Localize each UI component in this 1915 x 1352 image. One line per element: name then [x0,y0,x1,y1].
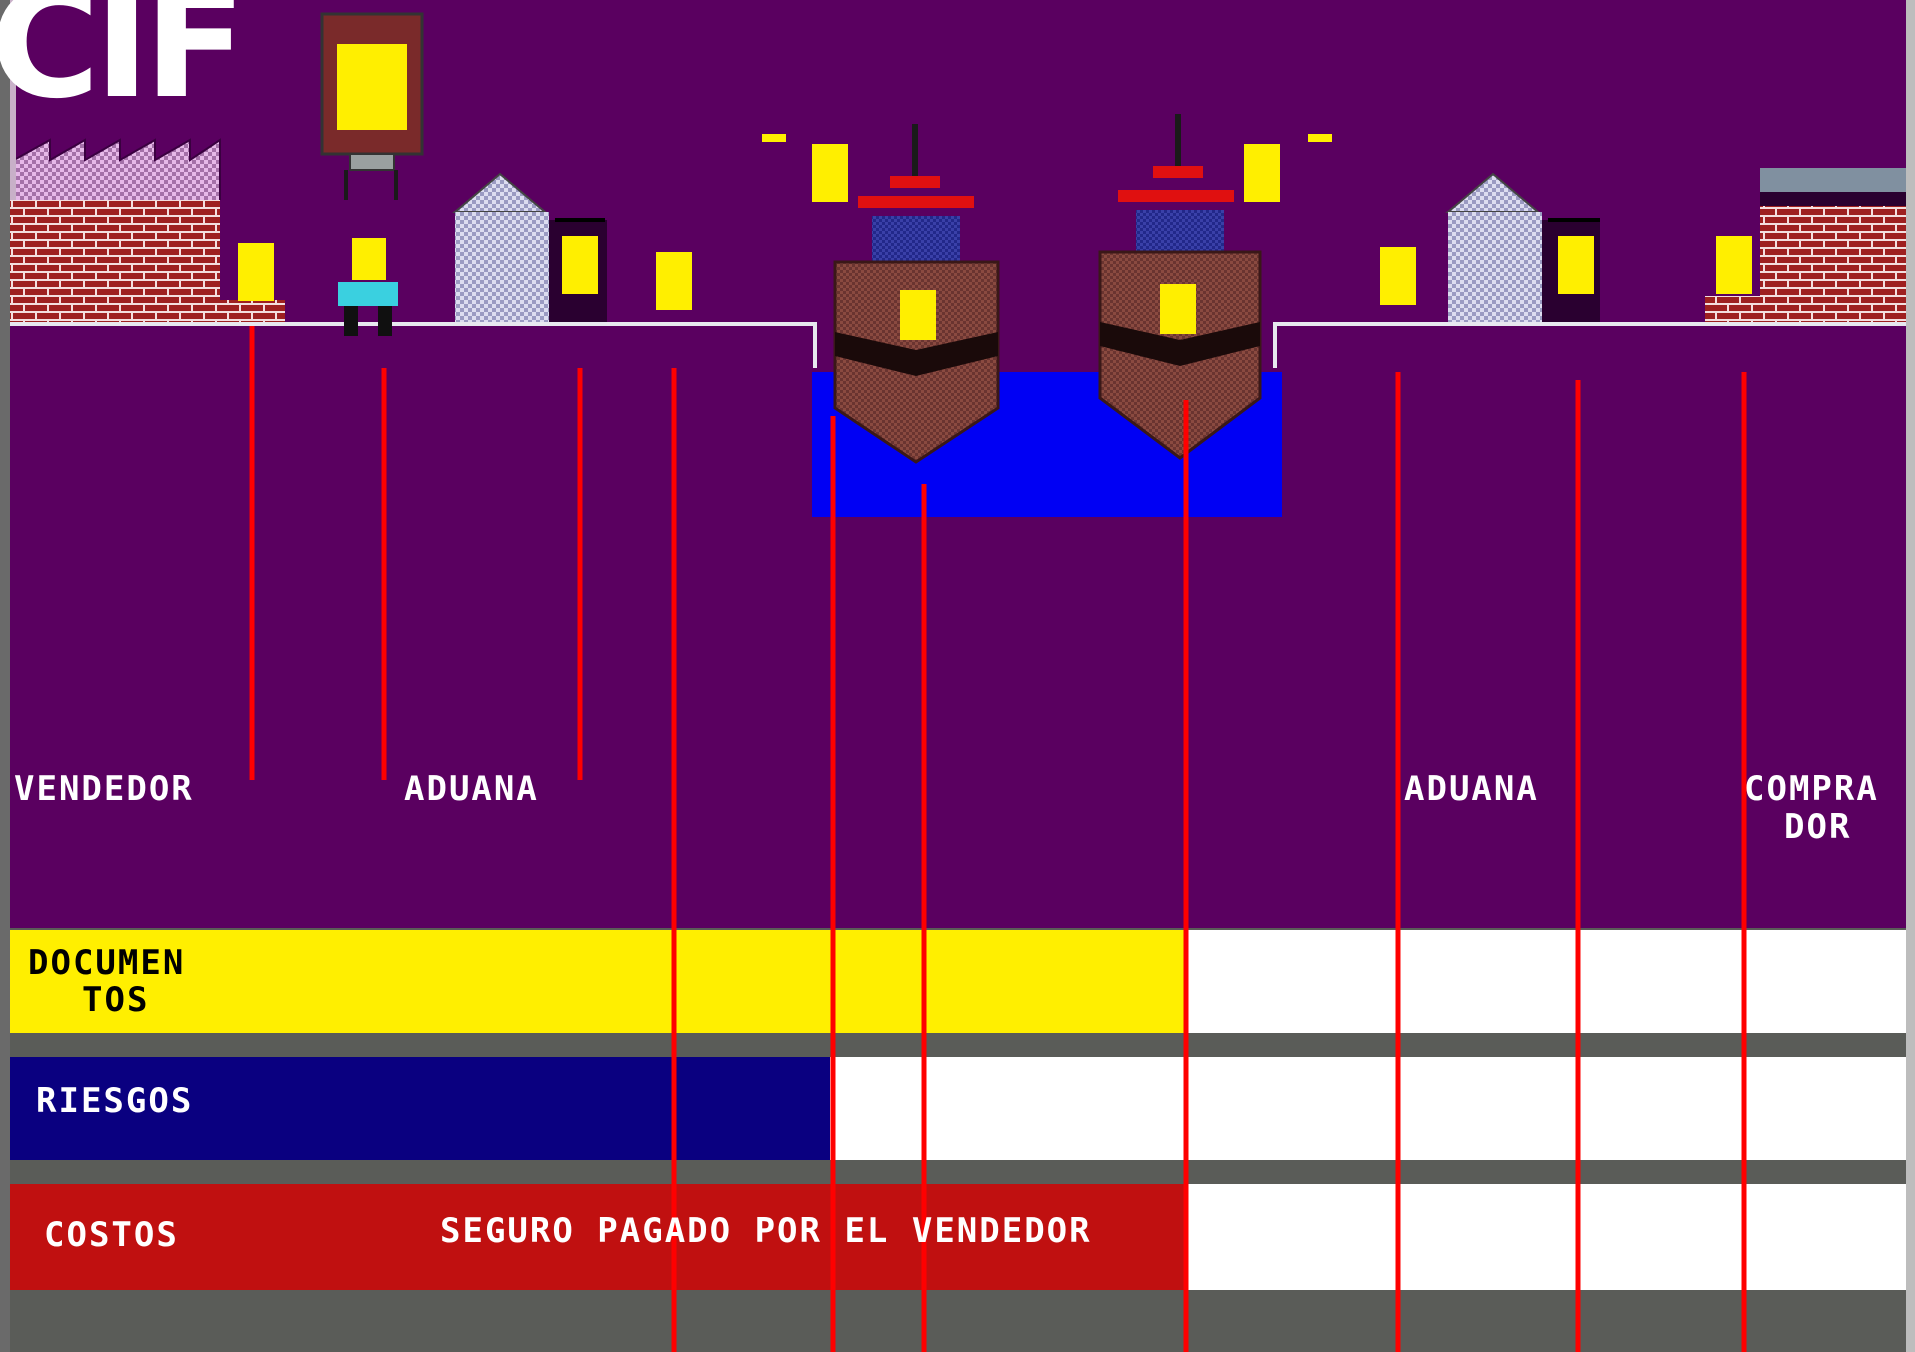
documents-label-line2: TOS [82,980,150,1020]
incoterm-title: CIF [0,0,246,132]
transfer-marker-lines [249,326,1747,1352]
documents-bar-buyer [1188,930,1906,1033]
bar-divider [10,1033,1906,1057]
bar-divider [10,1160,1906,1184]
buyer-label-line2: DOR [1784,807,1852,847]
seller-label: VENDEDOR [14,769,194,809]
documents-bar-seller [10,930,1188,1033]
ground-line [10,322,817,368]
costs-bar-seller [10,1184,1188,1290]
cargo-ship-icon [833,124,1000,464]
right-border [1906,0,1915,1352]
cargo-ship-icon [1098,114,1262,460]
buyer-label-line1: COMPRA [1744,769,1879,809]
risks-label: RIESGOS [36,1081,194,1121]
ground-line-right [1273,322,1915,368]
forklift-icon [338,238,398,336]
documents-label-line1: DOCUMEN [28,943,186,983]
risks-bar-seller [10,1057,830,1160]
cargo-containers [238,134,1752,310]
costs-bar-buyer [1188,1184,1906,1290]
customs-origin-label: ADUANA [404,769,539,809]
buyer-warehouse-icon [1705,168,1915,322]
costs-label: COSTOS [44,1215,179,1255]
crane-icon [320,12,424,200]
risks-bar-buyer [830,1057,1906,1160]
left-border [0,0,10,1352]
factory-icon [10,0,285,322]
costs-insurance-note: SEGURO PAGADO POR EL VENDEDOR [440,1211,1092,1251]
customs-destination-label: ADUANA [1404,769,1539,809]
